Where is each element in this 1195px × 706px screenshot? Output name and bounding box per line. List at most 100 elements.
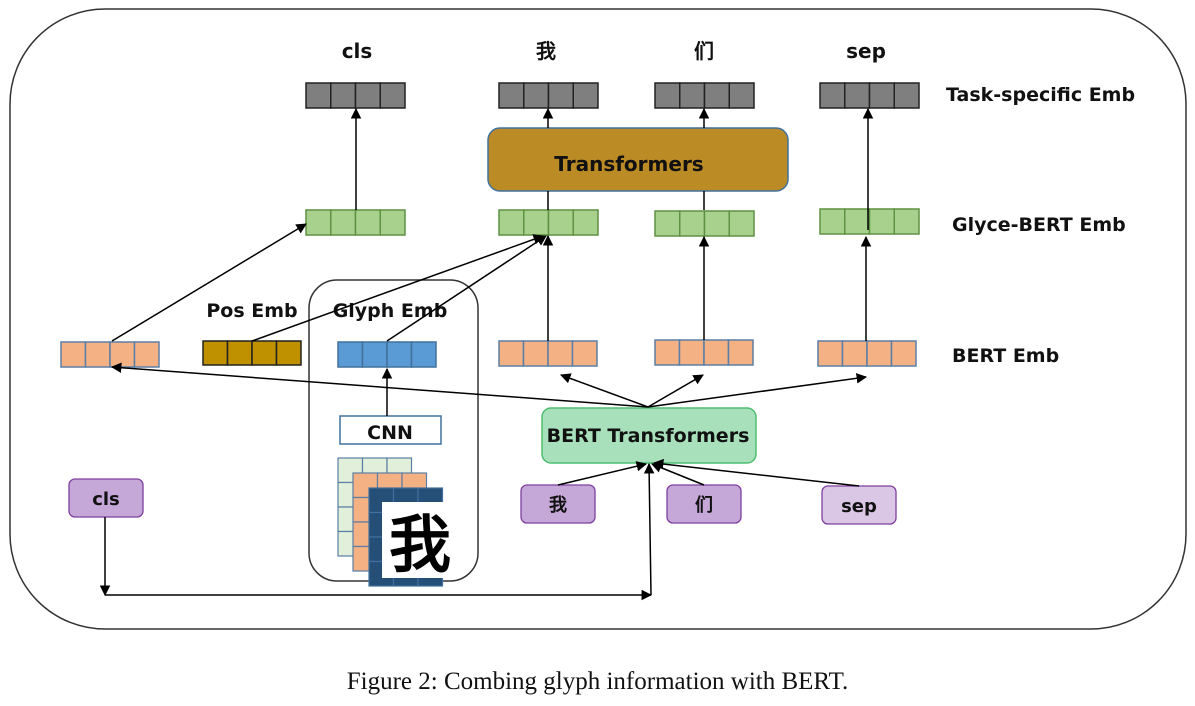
bert-emb-2-cell <box>654 339 681 366</box>
glyce-bert-emb-3-cell <box>819 208 846 235</box>
arrow-glyph-to-glyce-wo <box>386 235 547 342</box>
task-specific-emb-0 <box>305 82 406 109</box>
glyce-bert-emb-0-cell <box>354 209 381 236</box>
input-token-men: 们 <box>695 494 713 516</box>
glyph-image <box>382 502 458 578</box>
glyce-bert-emb-1-cell <box>498 209 525 236</box>
bert-emb-2-cell <box>703 339 730 366</box>
glyce-bert-emb-0-cell <box>330 209 357 236</box>
bert-emb-1-cell <box>522 340 549 367</box>
input-token-cls-box <box>68 478 144 518</box>
connectors <box>99 107 874 601</box>
bert-emb-2-cell <box>727 339 754 366</box>
glyph-emb-vector-cell <box>337 341 364 368</box>
task-specific-emb-0-cell <box>330 82 357 109</box>
glyce-bert-emb-0-cell <box>379 209 406 236</box>
task-specific-emb-2-cell <box>728 82 755 109</box>
arrow-bt-to-bert-men <box>647 374 704 408</box>
glyce-bert-emb-1-cell <box>547 209 574 236</box>
glyce-bert-emb-3-cell <box>844 208 871 235</box>
task-specific-emb-0-cell <box>379 82 406 109</box>
task-specific-emb-2-cell <box>654 82 681 109</box>
input-token-wo: 我 <box>549 495 567 516</box>
output-token-men: 们 <box>694 39 714 63</box>
glyce-bert-emb-1 <box>498 209 599 236</box>
bert-emb-0-cell <box>60 341 87 368</box>
glyce-bert-emb-1-cell <box>523 209 550 236</box>
task-specific-emb-3-cell <box>819 82 846 109</box>
glyce-bert-emb-0-cell <box>305 209 332 236</box>
pos-emb-vector-cell <box>202 340 229 366</box>
cnn-block <box>339 415 442 445</box>
arrow-bt-to-bert-cls <box>110 362 649 408</box>
bert-emb-3-cell <box>890 340 917 367</box>
arrow-wo-to-bt <box>557 461 648 486</box>
arrow-sep-to-bt <box>652 458 860 487</box>
bert-emb-3-cell <box>841 340 868 367</box>
task-specific-emb-2 <box>654 82 755 109</box>
bert-emb-1-cell <box>498 340 525 367</box>
glyph-emb-vector-cell <box>410 341 437 368</box>
glyce-bert-emb-2-cell <box>703 210 730 237</box>
pos-emb-label: Pos Emb <box>206 300 297 322</box>
bert-emb-0-cell <box>109 341 136 368</box>
task-specific-emb-1-cell <box>572 82 599 109</box>
arrow-pos-to-glyce-wo <box>251 234 544 342</box>
cnn-label: CNN <box>367 422 413 444</box>
task-specific-emb-3-cell <box>868 82 895 109</box>
task-specific-emb-2-cell <box>679 82 706 109</box>
glyph-emb-vector-cell <box>361 341 388 368</box>
arrow-bert-cls-to-glyce <box>111 223 307 342</box>
output-token-wo: 我 <box>536 39 556 63</box>
task-specific-emb-3-cell <box>893 82 920 109</box>
bert-emb-3-cell <box>866 340 893 367</box>
glyph-emb-label: Glyph Emb <box>333 300 448 322</box>
bert-emb-1-cell <box>547 340 574 367</box>
cnn-feature-maps: 我 <box>337 457 458 587</box>
pos-emb-vector-cell <box>251 340 278 366</box>
glyph-emb-vector <box>337 341 437 368</box>
bert-emb-1 <box>498 340 598 367</box>
task-specific-emb-1-cell <box>547 82 574 109</box>
task-specific-emb-3 <box>819 82 920 109</box>
input-token-sep: sep <box>841 496 877 517</box>
arrow-cls-up-to-bt <box>643 462 655 596</box>
output-token-cls: cls <box>342 39 373 63</box>
bert-emb-0 <box>60 341 160 368</box>
pos-emb-vector-cell <box>226 340 253 366</box>
glyph-emb-vector-cell <box>386 341 413 368</box>
bert-emb-1-cell <box>571 340 598 367</box>
bert-transformers-label: BERT Transformers <box>547 425 750 447</box>
transformers-label: Transformers <box>554 152 703 176</box>
task-specific-emb-0-cell <box>354 82 381 109</box>
bert-emb-3-cell <box>817 340 844 367</box>
glyce-bert-emb-2-cell <box>728 210 755 237</box>
glyce-bert-emb-2 <box>654 210 755 237</box>
glyce-bert-emb-2-cell <box>654 210 681 237</box>
task-specific-emb-1-cell <box>523 82 550 109</box>
row-label-bert: BERT Emb <box>952 345 1059 367</box>
bert-emb-3 <box>817 340 917 367</box>
input-token-cls: cls <box>92 489 120 510</box>
row-label-task-specific: Task-specific Emb <box>946 84 1135 106</box>
glyce-bert-emb-3 <box>819 208 920 235</box>
task-specific-emb-1-cell <box>498 82 525 109</box>
outer-frame <box>9 8 1187 630</box>
pos-emb-vector-cell <box>275 340 302 366</box>
output-token-sep: sep <box>846 39 886 63</box>
figure-caption: Figure 2: Combing glyph information with… <box>346 668 849 695</box>
task-specific-emb-1 <box>498 82 599 109</box>
glyce-bert-emb-0 <box>305 209 406 236</box>
task-specific-emb-2-cell <box>703 82 730 109</box>
glyce-bert-emb-1-cell <box>572 209 599 236</box>
task-specific-emb-0-cell <box>305 82 332 109</box>
pos-emb-vector <box>202 340 302 366</box>
glyph-image-char: 我 <box>389 508 451 581</box>
arrow-bt-to-bert-wo <box>560 373 649 408</box>
bert-emb-0-cell <box>84 341 111 368</box>
arrow-bt-to-bert-sep <box>647 373 868 408</box>
bert-emb-0-cell <box>133 341 160 368</box>
row-label-glyce-bert: Glyce-BERT Emb <box>952 214 1126 236</box>
task-specific-emb-3-cell <box>844 82 871 109</box>
